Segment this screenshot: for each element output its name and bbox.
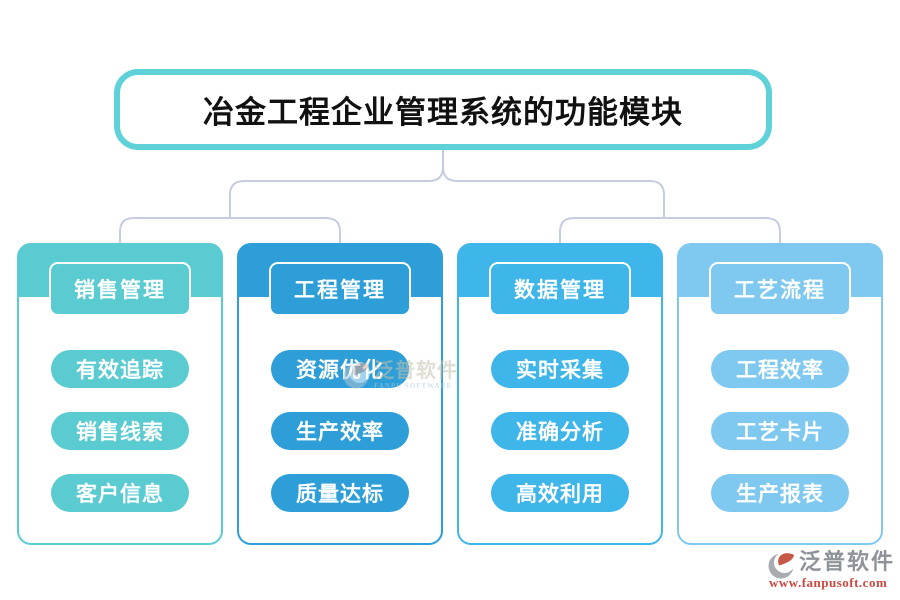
pill-item: 生产效率 bbox=[271, 412, 409, 450]
column-engineering-header-label: 工程管理 bbox=[294, 278, 386, 302]
column-sales-header-label: 销售管理 bbox=[74, 278, 166, 302]
column-process-items: 工程效率 工艺卡片 生产报表 bbox=[679, 350, 881, 512]
pill-item: 质量达标 bbox=[271, 474, 409, 512]
footer-url: www.fanpusoft.com bbox=[769, 575, 888, 590]
pill-item: 客户信息 bbox=[51, 474, 189, 512]
column-process-header: 工艺流程 bbox=[709, 262, 851, 316]
fanpu-logo-icon bbox=[768, 552, 795, 579]
column-process: 工艺流程 工程效率 工艺卡片 生产报表 bbox=[677, 243, 883, 545]
diagram-title-box: 冶金工程企业管理系统的功能模块 bbox=[114, 69, 772, 150]
column-engineering-items: 资源优化 生产效率 质量达标 bbox=[239, 350, 441, 512]
pill-item: 有效追踪 bbox=[51, 350, 189, 388]
connector-root-right bbox=[442, 149, 665, 219]
pill-item: 资源优化 bbox=[271, 350, 409, 388]
pill-item: 工程效率 bbox=[711, 350, 849, 388]
connector-group bbox=[119, 149, 781, 245]
connector-left-bar bbox=[119, 217, 341, 245]
pill-item: 准确分析 bbox=[491, 412, 629, 450]
pill-item: 高效利用 bbox=[491, 474, 629, 512]
column-sales-items: 有效追踪 销售线索 客户信息 bbox=[19, 350, 221, 512]
column-data-header-label: 数据管理 bbox=[514, 278, 606, 302]
pill-item: 生产报表 bbox=[711, 474, 849, 512]
footer-brand-text: 泛普软件 bbox=[799, 549, 896, 574]
connector-root-left bbox=[229, 149, 444, 219]
diagram-title: 冶金工程企业管理系统的功能模块 bbox=[203, 95, 683, 130]
connector-right-bar bbox=[559, 217, 781, 245]
column-data: 数据管理 实时采集 准确分析 高效利用 bbox=[457, 243, 663, 545]
column-data-header: 数据管理 bbox=[489, 262, 631, 316]
pill-item: 销售线索 bbox=[51, 412, 189, 450]
pill-item: 实时采集 bbox=[491, 350, 629, 388]
column-engineering-header: 工程管理 bbox=[269, 262, 411, 316]
column-sales-header: 销售管理 bbox=[49, 262, 191, 316]
column-sales: 销售管理 有效追踪 销售线索 客户信息 bbox=[17, 243, 223, 545]
column-data-items: 实时采集 准确分析 高效利用 bbox=[459, 350, 661, 512]
pill-item: 工艺卡片 bbox=[711, 412, 849, 450]
column-engineering: 工程管理 资源优化 生产效率 质量达标 bbox=[237, 243, 443, 545]
column-process-header-label: 工艺流程 bbox=[734, 278, 826, 302]
